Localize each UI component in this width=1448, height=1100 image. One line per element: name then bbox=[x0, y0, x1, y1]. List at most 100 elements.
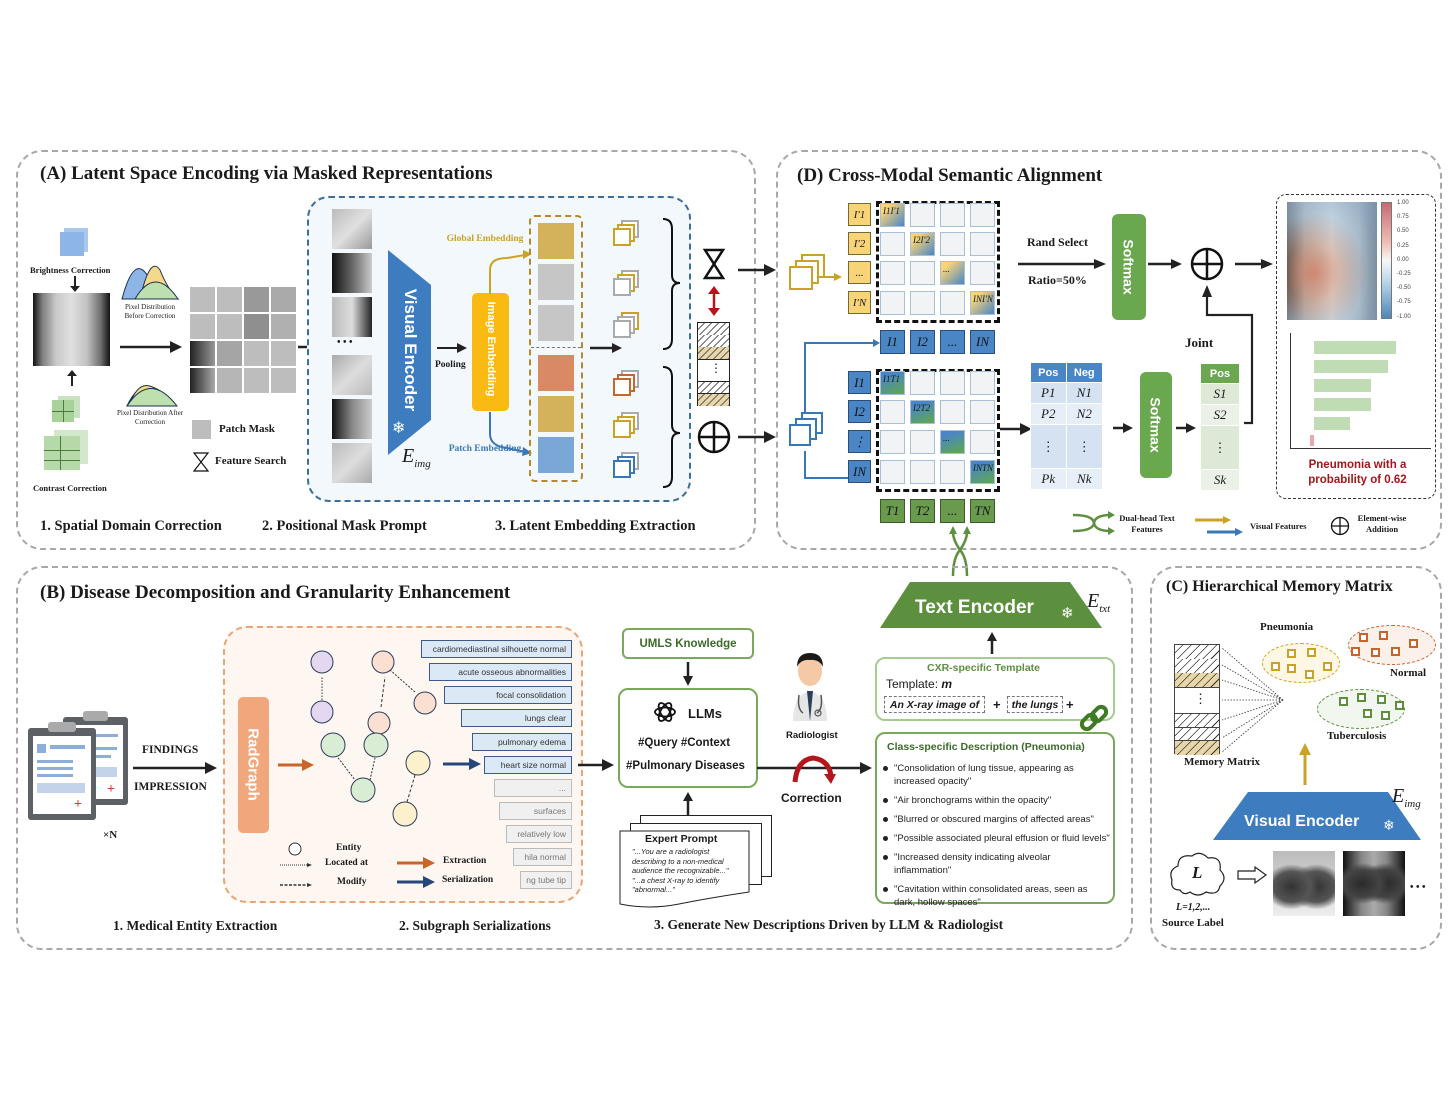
similarity-cell bbox=[880, 460, 905, 484]
element-wise-legend-icon bbox=[1330, 516, 1350, 536]
report-clipboard-front: + bbox=[28, 722, 96, 820]
memory-matrix: ⋮ bbox=[1174, 644, 1220, 755]
memory-matrix-label: Memory Matrix bbox=[1184, 756, 1261, 768]
encoder-symbol-eimg: Eimg bbox=[402, 445, 431, 470]
modify-legend-icon bbox=[280, 883, 312, 887]
ratio-label: Ratio=50% bbox=[1028, 273, 1087, 287]
panel-d bbox=[776, 150, 1442, 550]
visual-encoder-c-snowflake-icon: ❄ bbox=[1383, 819, 1395, 834]
located-at-legend-label: Located at bbox=[325, 858, 369, 868]
link-icon bbox=[1079, 704, 1109, 732]
element-wise-addition-icon bbox=[697, 420, 731, 454]
encoder-symbol: E bbox=[402, 445, 415, 467]
serialized-tag: relatively low bbox=[506, 825, 572, 843]
txt-subscript: txt bbox=[1099, 603, 1111, 615]
serialized-tag: hila normal bbox=[513, 848, 572, 866]
similarity-diagonal-cell: I1T1 bbox=[880, 371, 905, 395]
serialization-legend-icon bbox=[397, 876, 435, 888]
bidirectional-arrow-red bbox=[708, 286, 720, 316]
image-token: I1 bbox=[848, 371, 871, 394]
patch-image-1 bbox=[332, 209, 372, 249]
score-cell: ⋮ bbox=[1200, 425, 1240, 470]
panel-b-step-2: 2. Subgraph Serializations bbox=[399, 918, 551, 933]
colorbar-tick-label: 1.00 bbox=[1397, 200, 1409, 206]
arrow-llm-to-description bbox=[757, 762, 872, 774]
memory-bank-dots: ⋮ bbox=[710, 361, 722, 375]
txt-symbol: E bbox=[1087, 590, 1100, 612]
image-token: I2 bbox=[910, 330, 935, 354]
serialization-legend-label: Serialization bbox=[442, 875, 494, 885]
similarity-cell bbox=[940, 203, 965, 227]
element-wise-addition-icon-d bbox=[1190, 247, 1224, 281]
expert-prompt-line: audience the recognizable..." bbox=[632, 866, 729, 875]
panel-a-step-3: 3. Latent Embedding Extraction bbox=[495, 518, 696, 534]
distribution-before-icon bbox=[121, 265, 180, 300]
source-range: L=1,2,... bbox=[1176, 902, 1211, 913]
global-embedding-label: Global Embedding bbox=[446, 234, 524, 244]
embedding-divider bbox=[531, 347, 581, 348]
expert-prompt-title: Expert Prompt bbox=[645, 833, 718, 845]
arrow-down bbox=[70, 276, 80, 292]
serialized-tag: ... bbox=[494, 779, 572, 797]
patch-ellipsis: • • • bbox=[337, 337, 353, 348]
similarity-cell bbox=[910, 371, 935, 395]
similarity-cell bbox=[880, 261, 905, 285]
patch-image-3 bbox=[332, 297, 372, 337]
class-description-item: "Possible associated pleural effusion or… bbox=[880, 832, 1110, 845]
panel-b-step-1: 1. Medical Entity Extraction bbox=[113, 918, 278, 933]
llms-label: LLMs bbox=[688, 706, 722, 721]
source-label-cloud-icon bbox=[1170, 852, 1225, 896]
similarity-cell bbox=[940, 371, 965, 395]
embedding-stack bbox=[529, 215, 583, 482]
feature-search-hourglass-icon bbox=[702, 248, 726, 280]
pulmonary-diseases-label: #Pulmonary Diseases bbox=[626, 760, 745, 772]
similarity-cell bbox=[970, 203, 995, 227]
similarity-cell bbox=[970, 261, 995, 285]
template-variable: m bbox=[941, 677, 953, 691]
joint-arrow bbox=[1202, 285, 1254, 425]
class-description-item: "Air bronchograms within the opacity" bbox=[880, 794, 1110, 807]
explanation-bar bbox=[1314, 360, 1388, 373]
panel-a-step-1: 1. Spatial Domain Correction bbox=[40, 518, 222, 534]
global-token-3 bbox=[538, 305, 574, 341]
template-label: Template: m bbox=[886, 677, 952, 691]
feature-search-legend-label: Feature Search bbox=[215, 455, 287, 467]
softmax-bottom-label: Softmax bbox=[1148, 397, 1165, 453]
cluster-points bbox=[1271, 631, 1418, 720]
patch-image-4 bbox=[332, 355, 372, 395]
text-token: ... bbox=[940, 499, 965, 523]
similarity-cell bbox=[970, 371, 995, 395]
colorbar-tick-label: 0.25 bbox=[1397, 242, 1409, 249]
extraction-legend-icon bbox=[397, 857, 435, 869]
umls-label: UMLS Knowledge bbox=[639, 637, 737, 650]
arrow-softmax-to-add bbox=[1148, 259, 1182, 269]
arrow-encoder-to-embedding bbox=[437, 343, 467, 353]
chest-xray-input bbox=[33, 293, 110, 366]
colorbar-tick-label: -1.00 bbox=[1397, 313, 1411, 320]
source-xray-1 bbox=[1273, 851, 1335, 916]
patch-mask-legend-swatch bbox=[192, 420, 211, 439]
expert-prompt-line: describing to a non-medical bbox=[632, 856, 724, 866]
source-ellipsis: • • • bbox=[1410, 882, 1426, 893]
neg-header: Neg bbox=[1065, 362, 1104, 383]
pos-cell: Pk bbox=[1030, 468, 1067, 490]
colorbar-tick-label: -0.25 bbox=[1397, 271, 1411, 277]
template-title: CXR-specific Template bbox=[927, 662, 1041, 674]
similarity-cell bbox=[880, 232, 905, 256]
arrow-posneg-to-softmax bbox=[1113, 423, 1133, 433]
pos-header: Pos bbox=[1030, 362, 1067, 383]
distribution-before-label: Pixel Distribution Before Correction bbox=[124, 303, 176, 320]
entity-legend-label: Entity bbox=[336, 843, 362, 853]
patch-token-3 bbox=[538, 437, 574, 473]
template-part-2: the lungs bbox=[1007, 696, 1063, 713]
rand-select-label: Rand Select bbox=[1027, 235, 1088, 249]
visual-encoder-block-c bbox=[1213, 792, 1421, 840]
similarity-diagonal-cell: ... bbox=[940, 430, 965, 454]
gold-feature-stack-icon bbox=[789, 254, 842, 290]
memory-bank-bar: ⋮ bbox=[697, 322, 730, 406]
panel-c-title: (C) Hierarchical Memory Matrix bbox=[1166, 578, 1393, 595]
similarity-cell bbox=[880, 400, 905, 424]
similarity-cell bbox=[940, 232, 965, 256]
panel-d-title: (D) Cross-Modal Semantic Alignment bbox=[797, 165, 1103, 186]
pos-cell: ⋮ bbox=[1030, 424, 1067, 469]
